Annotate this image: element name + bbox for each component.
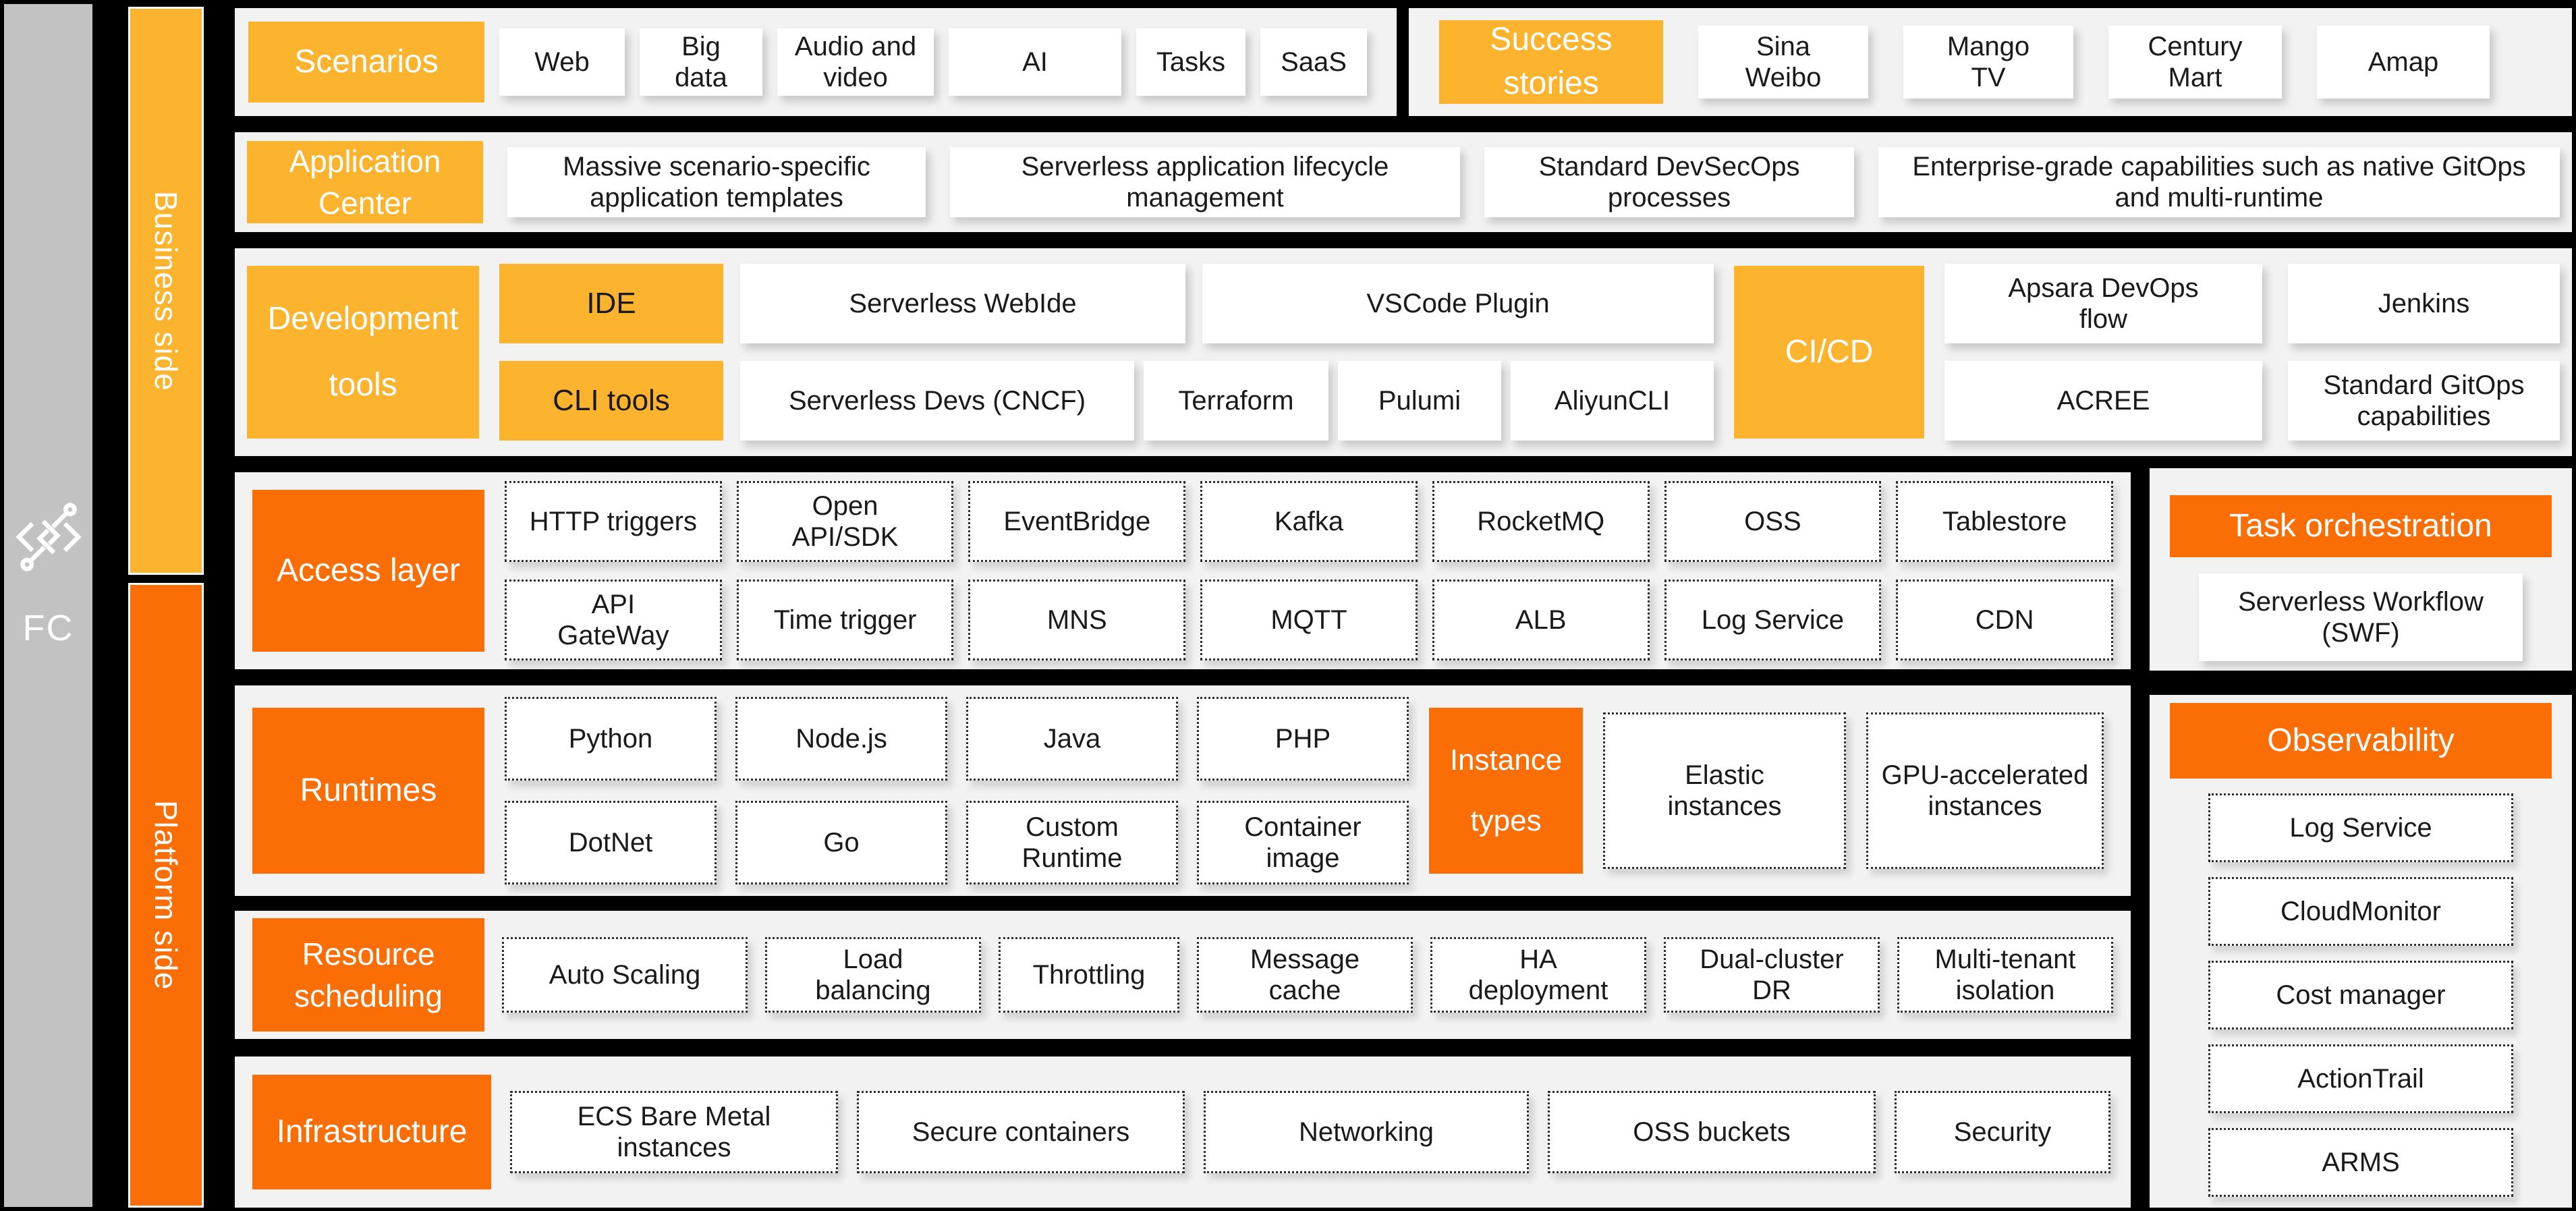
box-application-templates: Massive scenario-specific application te… [507, 147, 926, 217]
box-message-cache: Message cache [1197, 937, 1413, 1013]
box-cost-manager: Cost manager [2208, 961, 2513, 1030]
box-serverless-webide: Serverless WebIde [740, 264, 1185, 343]
observability-label: Observability [2170, 703, 2552, 779]
task-orchestration-panel: Task orchestration Serverless Workflow (… [2150, 468, 2572, 671]
fc-product-label: FC [22, 608, 74, 648]
box-dotnet: DotNet [505, 801, 717, 884]
cicd-label: CI/CD [1734, 266, 1924, 439]
box-throttling: Throttling [999, 937, 1179, 1013]
box-jenkins: Jenkins [2288, 264, 2560, 343]
box-kafka: Kafka [1200, 481, 1418, 562]
box-java: Java [966, 697, 1178, 781]
box-mqtt: MQTT [1200, 580, 1418, 660]
platform-side-label: Platform side [148, 800, 184, 990]
business-side-label: Business side [148, 190, 184, 391]
access-layer-label: Access layer [252, 490, 484, 652]
development-tools-label: Development tools [247, 266, 479, 439]
box-log-service-access: Log Service [1664, 580, 1882, 660]
box-cdn: CDN [1896, 580, 2113, 660]
platform-side-rail: Platform side [128, 583, 204, 1208]
box-saas: SaaS [1260, 28, 1367, 96]
box-cloudmonitor: CloudMonitor [2208, 877, 2513, 946]
box-actiontrail: ActionTrail [2208, 1044, 2513, 1113]
box-secure-containers: Secure containers [857, 1091, 1185, 1173]
box-gpu-accelerated-instances: GPU-accelerated instances [1866, 712, 2104, 869]
box-enterprise-capabilities: Enterprise-grade capabilities such as na… [1878, 147, 2560, 217]
box-networking: Networking [1204, 1091, 1529, 1173]
box-terraform: Terraform [1144, 361, 1328, 441]
box-audio-and-video: Audio and video [777, 28, 934, 96]
application-center-label: Application Center [247, 141, 483, 223]
cli-tools-label: CLI tools [499, 361, 723, 441]
box-eventbridge: EventBridge [968, 481, 1186, 562]
development-tools-row: Development tools IDE Serverless WebIde … [235, 248, 2572, 456]
box-century-mart: Century Mart [2108, 26, 2282, 98]
box-arms: ARMS [2208, 1128, 2513, 1197]
task-orchestration-label: Task orchestration [2170, 495, 2552, 557]
box-elastic-instances: Elastic instances [1603, 712, 1846, 869]
box-aliyuncli: AliyunCLI [1511, 361, 1714, 441]
access-layer-grid: HTTP triggers Open API/SDK EventBridge K… [505, 481, 2113, 660]
fc-product-rail: FC [4, 4, 92, 1207]
box-mango-tv: Mango TV [1903, 26, 2073, 98]
box-api-gateway: API GateWay [505, 580, 722, 660]
scenarios-label: Scenarios [248, 22, 484, 103]
ide-label: IDE [499, 264, 723, 343]
box-lifecycle-management: Serverless application lifecycle managem… [950, 147, 1460, 217]
box-ai: AI [949, 28, 1121, 96]
instance-types-label: Instance types [1429, 708, 1583, 874]
scenarios-row: Scenarios Web Big data Audio and video A… [235, 8, 1397, 116]
box-apsara-devops-flow: Apsara DevOps flow [1944, 264, 2262, 343]
box-python: Python [505, 697, 717, 781]
infrastructure-row: Infrastructure ECS Bare Metal instances … [235, 1057, 2131, 1208]
box-auto-scaling: Auto Scaling [502, 937, 748, 1013]
business-side-rail: Business side [128, 7, 204, 575]
box-go: Go [735, 801, 947, 884]
box-standard-gitops: Standard GitOps capabilities [2288, 361, 2560, 441]
function-compute-icon [11, 497, 86, 578]
box-security: Security [1895, 1091, 2110, 1173]
box-mns: MNS [968, 580, 1186, 660]
resource-scheduling-row: Resource scheduling Auto Scaling Load ba… [235, 911, 2131, 1039]
observability-panel: Observability Log Service CloudMonitor C… [2150, 695, 2572, 1208]
box-nodejs: Node.js [735, 697, 947, 781]
resource-scheduling-label: Resource scheduling [252, 918, 484, 1032]
box-load-balancing: Load balancing [765, 937, 981, 1013]
access-layer-row: Access layer HTTP triggers Open API/SDK … [235, 472, 2131, 669]
runtimes-row: Runtimes Python Node.js Java PHP DotNet … [235, 685, 2131, 896]
box-time-trigger: Time trigger [736, 580, 954, 660]
application-center-row: Application Center Massive scenario-spec… [235, 132, 2572, 232]
box-web: Web [499, 28, 625, 96]
box-log-service-obs: Log Service [2208, 793, 2513, 862]
box-acree: ACREE [1944, 361, 2262, 441]
box-container-image: Container image [1197, 801, 1409, 884]
box-ha-deployment: HA deployment [1430, 937, 1646, 1013]
infrastructure-label: Infrastructure [252, 1075, 491, 1189]
box-custom-runtime: Custom Runtime [966, 801, 1178, 884]
box-tablestore: Tablestore [1896, 481, 2113, 562]
box-open-api-sdk: Open API/SDK [736, 481, 954, 562]
box-php: PHP [1197, 697, 1409, 781]
box-oss: OSS [1664, 481, 1882, 562]
box-pulumi: Pulumi [1338, 361, 1501, 441]
box-rocketmq: RocketMQ [1432, 481, 1650, 562]
box-serverless-devs: Serverless Devs (CNCF) [740, 361, 1134, 441]
box-amap: Amap [2317, 26, 2490, 98]
box-devsecops-processes: Standard DevSecOps processes [1484, 147, 1854, 217]
box-vscode-plugin: VSCode Plugin [1202, 264, 1714, 343]
box-serverless-workflow: Serverless Workflow (SWF) [2199, 573, 2523, 661]
box-oss-buckets: OSS buckets [1548, 1091, 1876, 1173]
success-stories-row: Success stories Sina Weibo Mango TV Cent… [1409, 8, 2572, 116]
runtimes-grid: Python Node.js Java PHP DotNet Go Custom… [505, 697, 1409, 884]
box-dual-cluster-dr: Dual-cluster DR [1664, 937, 1880, 1013]
box-multi-tenant-isolation: Multi-tenant isolation [1897, 937, 2113, 1013]
box-alb: ALB [1432, 580, 1650, 660]
box-ecs-bare-metal: ECS Bare Metal instances [510, 1091, 838, 1173]
box-sina-weibo: Sina Weibo [1698, 26, 1868, 98]
success-stories-label: Success stories [1439, 20, 1663, 104]
runtimes-label: Runtimes [252, 708, 484, 874]
box-big-data: Big data [640, 28, 762, 96]
box-tasks: Tasks [1136, 28, 1245, 96]
box-http-triggers: HTTP triggers [505, 481, 722, 562]
